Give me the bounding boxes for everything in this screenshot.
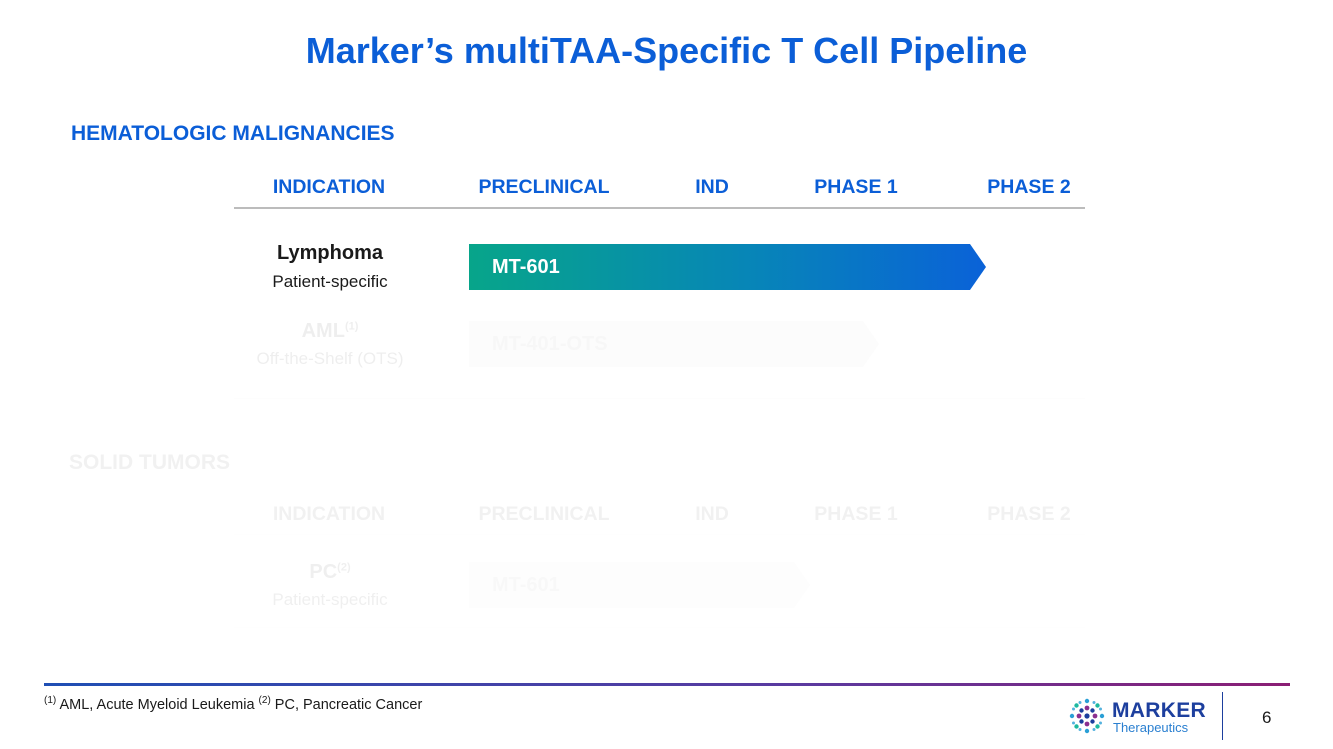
marker-logo-icon xyxy=(1068,697,1106,735)
footnote-ref-1: (1) xyxy=(44,695,57,706)
col-header-ind: IND xyxy=(695,176,729,198)
header-divider xyxy=(234,534,1085,535)
indication-name-text: PC xyxy=(309,561,338,583)
indication-footnote-ref: (2) xyxy=(337,561,351,574)
indication-sub-aml: Off-the-Shelf (OTS) xyxy=(256,349,404,368)
indication-footnote-ref: (1) xyxy=(344,320,359,333)
indication-name-lymphoma: Lymphoma xyxy=(230,242,430,265)
program-label: MT-601 xyxy=(492,574,560,596)
col-header-phase2: PHASE 2 xyxy=(987,176,1071,198)
col-header-indication: INDICATION xyxy=(272,503,386,525)
row-divider xyxy=(234,627,1085,628)
page-number: 6 xyxy=(1262,708,1272,727)
col-header-indication: INDICATION xyxy=(272,176,386,198)
footnote-text-1: AML, Acute Myeloid Leukemia xyxy=(56,696,259,713)
section-heading-solid: SOLID TUMORS xyxy=(69,451,230,474)
indication-name-text: Lymphoma xyxy=(277,242,383,264)
logo-divider xyxy=(1222,692,1223,740)
logo-name: MARKER xyxy=(1112,699,1206,722)
col-header-preclinical: PRECLINICAL xyxy=(478,176,610,198)
indication-name-aml: AML(1) xyxy=(230,320,430,343)
logo-subtitle: Therapeutics xyxy=(1113,720,1189,735)
indication-sub-pc: Patient-specific xyxy=(272,590,388,609)
program-bar-mt401-ots[interactable]: MT-401-OTS xyxy=(469,321,879,367)
program-label: MT-401-OTS xyxy=(492,333,608,355)
col-header-phase1: PHASE 1 xyxy=(814,503,898,525)
footnote-ref-2: (2) xyxy=(258,695,271,706)
footnote-text-2: PC, Pancreatic Cancer xyxy=(270,696,423,713)
col-header-preclinical: PRECLINICAL xyxy=(478,503,610,525)
program-bar-pc-mt601[interactable]: MT-601 xyxy=(469,562,810,608)
indication-name-pc: PC(2) xyxy=(230,561,430,584)
indication-name-text: AML xyxy=(301,320,345,342)
row-divider xyxy=(234,398,1085,399)
col-header-phase1: PHASE 1 xyxy=(814,176,898,198)
section-heading-hematologic: HEMATOLOGIC MALIGNANCIES xyxy=(71,122,395,145)
program-label: MT-601 xyxy=(492,256,560,278)
header-divider xyxy=(234,207,1085,209)
footer-divider xyxy=(44,683,1290,686)
col-header-ind: IND xyxy=(695,503,729,525)
program-bar-mt601[interactable]: MT-601 xyxy=(469,244,986,290)
indication-sub-lymphoma: Patient-specific xyxy=(272,272,388,291)
slide-title: Marker’s multiTAA-Specific T Cell Pipeli… xyxy=(305,30,1028,71)
footnote: (1) AML, Acute Myeloid Leukemia (2) PC, … xyxy=(44,695,422,713)
col-header-phase2: PHASE 2 xyxy=(987,503,1071,525)
